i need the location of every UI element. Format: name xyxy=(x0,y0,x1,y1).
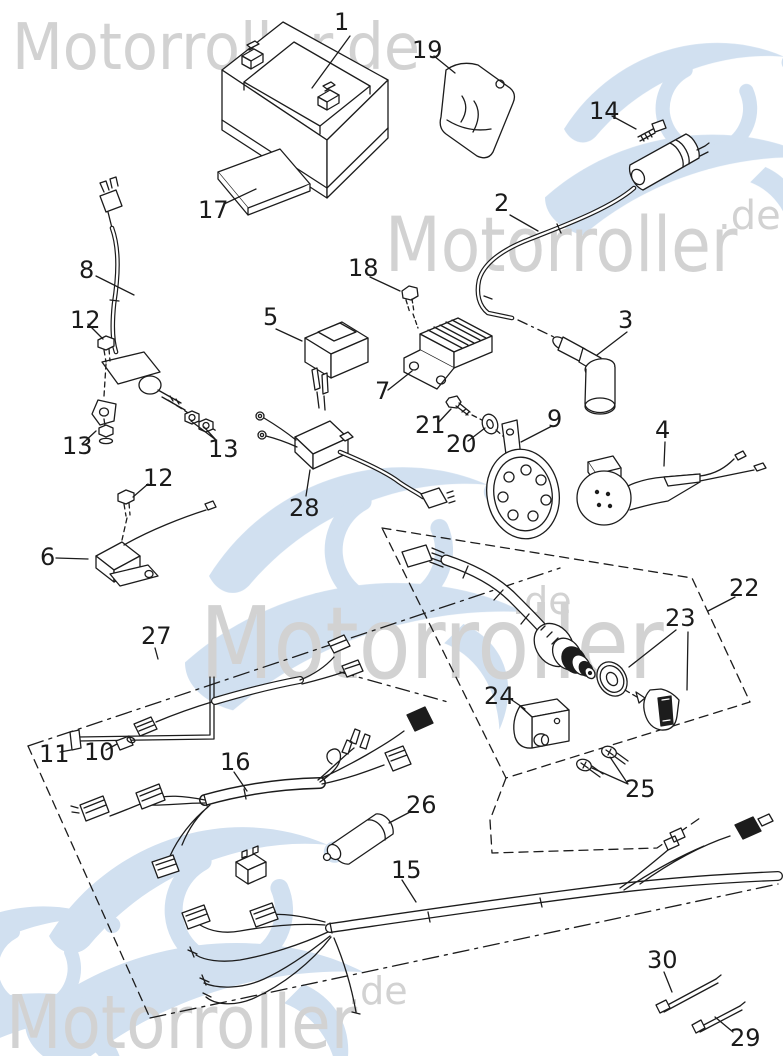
dashed-boundaries xyxy=(27,527,779,1019)
part-label-12a: 12 xyxy=(70,306,101,334)
part-label-5: 5 xyxy=(263,303,279,331)
part-label-24: 24 xyxy=(484,682,515,710)
part-label-4: 4 xyxy=(655,416,671,444)
nuts-13b xyxy=(184,410,214,433)
nut-13a xyxy=(98,424,114,445)
part-label-21: 21 xyxy=(415,411,446,439)
rectifier-regulator xyxy=(403,317,493,390)
part-label-2: 2 xyxy=(494,189,510,217)
screws-25 xyxy=(576,745,629,778)
bolt-18 xyxy=(401,285,419,329)
spark-plug-cap xyxy=(517,319,616,415)
harness-16 xyxy=(70,706,434,879)
part-label-13a: 13 xyxy=(62,432,93,460)
part-label-12b: 12 xyxy=(143,464,174,492)
relay xyxy=(304,321,369,411)
part-label-7: 7 xyxy=(375,377,391,405)
cover-flap xyxy=(439,62,516,159)
part-label-17: 17 xyxy=(198,196,229,224)
washer-20 xyxy=(481,413,505,438)
part-label-13b: 13 xyxy=(208,435,239,463)
part-label-14: 14 xyxy=(589,97,620,125)
part-label-11: 11 xyxy=(39,740,70,768)
leader-lines xyxy=(55,35,736,1033)
bolt-12b xyxy=(117,489,135,541)
part-label-8: 8 xyxy=(79,256,95,284)
watermark-row2-domain: .de xyxy=(718,193,781,239)
battery xyxy=(221,21,389,199)
part-label-3: 3 xyxy=(618,306,634,334)
ignition-coil xyxy=(475,133,710,321)
battery-pad xyxy=(217,148,311,216)
part-label-27: 27 xyxy=(141,622,172,650)
part-label-18: 18 xyxy=(348,254,379,282)
bolt-14 xyxy=(637,119,667,142)
switch-24 xyxy=(513,698,570,749)
bolt-12a xyxy=(97,335,115,397)
part-label-19: 19 xyxy=(412,36,443,64)
watermark-row2: Motorroller xyxy=(385,200,738,289)
part-label-25: 25 xyxy=(625,775,656,803)
part-label-20: 20 xyxy=(446,430,477,458)
screw-21 xyxy=(445,395,485,422)
part-label-23: 23 xyxy=(665,604,696,632)
part-label-15: 15 xyxy=(391,856,422,884)
sensor-6 xyxy=(95,500,217,587)
part-label-9: 9 xyxy=(547,405,563,433)
part-label-1: 1 xyxy=(334,8,350,36)
harness-15 xyxy=(181,813,783,1015)
mini-relay-box xyxy=(235,845,267,885)
watermark-bottom: Motorroller xyxy=(6,980,358,1056)
horn xyxy=(486,419,560,540)
part-label-26: 26 xyxy=(406,791,437,819)
ignition-switch xyxy=(401,544,596,680)
condenser xyxy=(322,813,394,865)
sub-harness xyxy=(69,634,364,751)
cable-tie-29 xyxy=(691,1001,746,1034)
part-label-29: 29 xyxy=(730,1024,761,1052)
part-label-30: 30 xyxy=(647,946,678,974)
part-label-6: 6 xyxy=(40,543,56,571)
part-label-10: 10 xyxy=(84,738,115,766)
cdi-unit xyxy=(255,411,456,509)
key-ring-and-cover xyxy=(596,661,680,731)
cable-tie-30 xyxy=(655,974,722,1014)
flasher-relay xyxy=(576,450,767,526)
part-label-22: 22 xyxy=(729,574,760,602)
watermark-bottom-domain: .de xyxy=(348,969,408,1013)
part-label-16: 16 xyxy=(220,748,251,776)
part-label-28: 28 xyxy=(289,494,320,522)
